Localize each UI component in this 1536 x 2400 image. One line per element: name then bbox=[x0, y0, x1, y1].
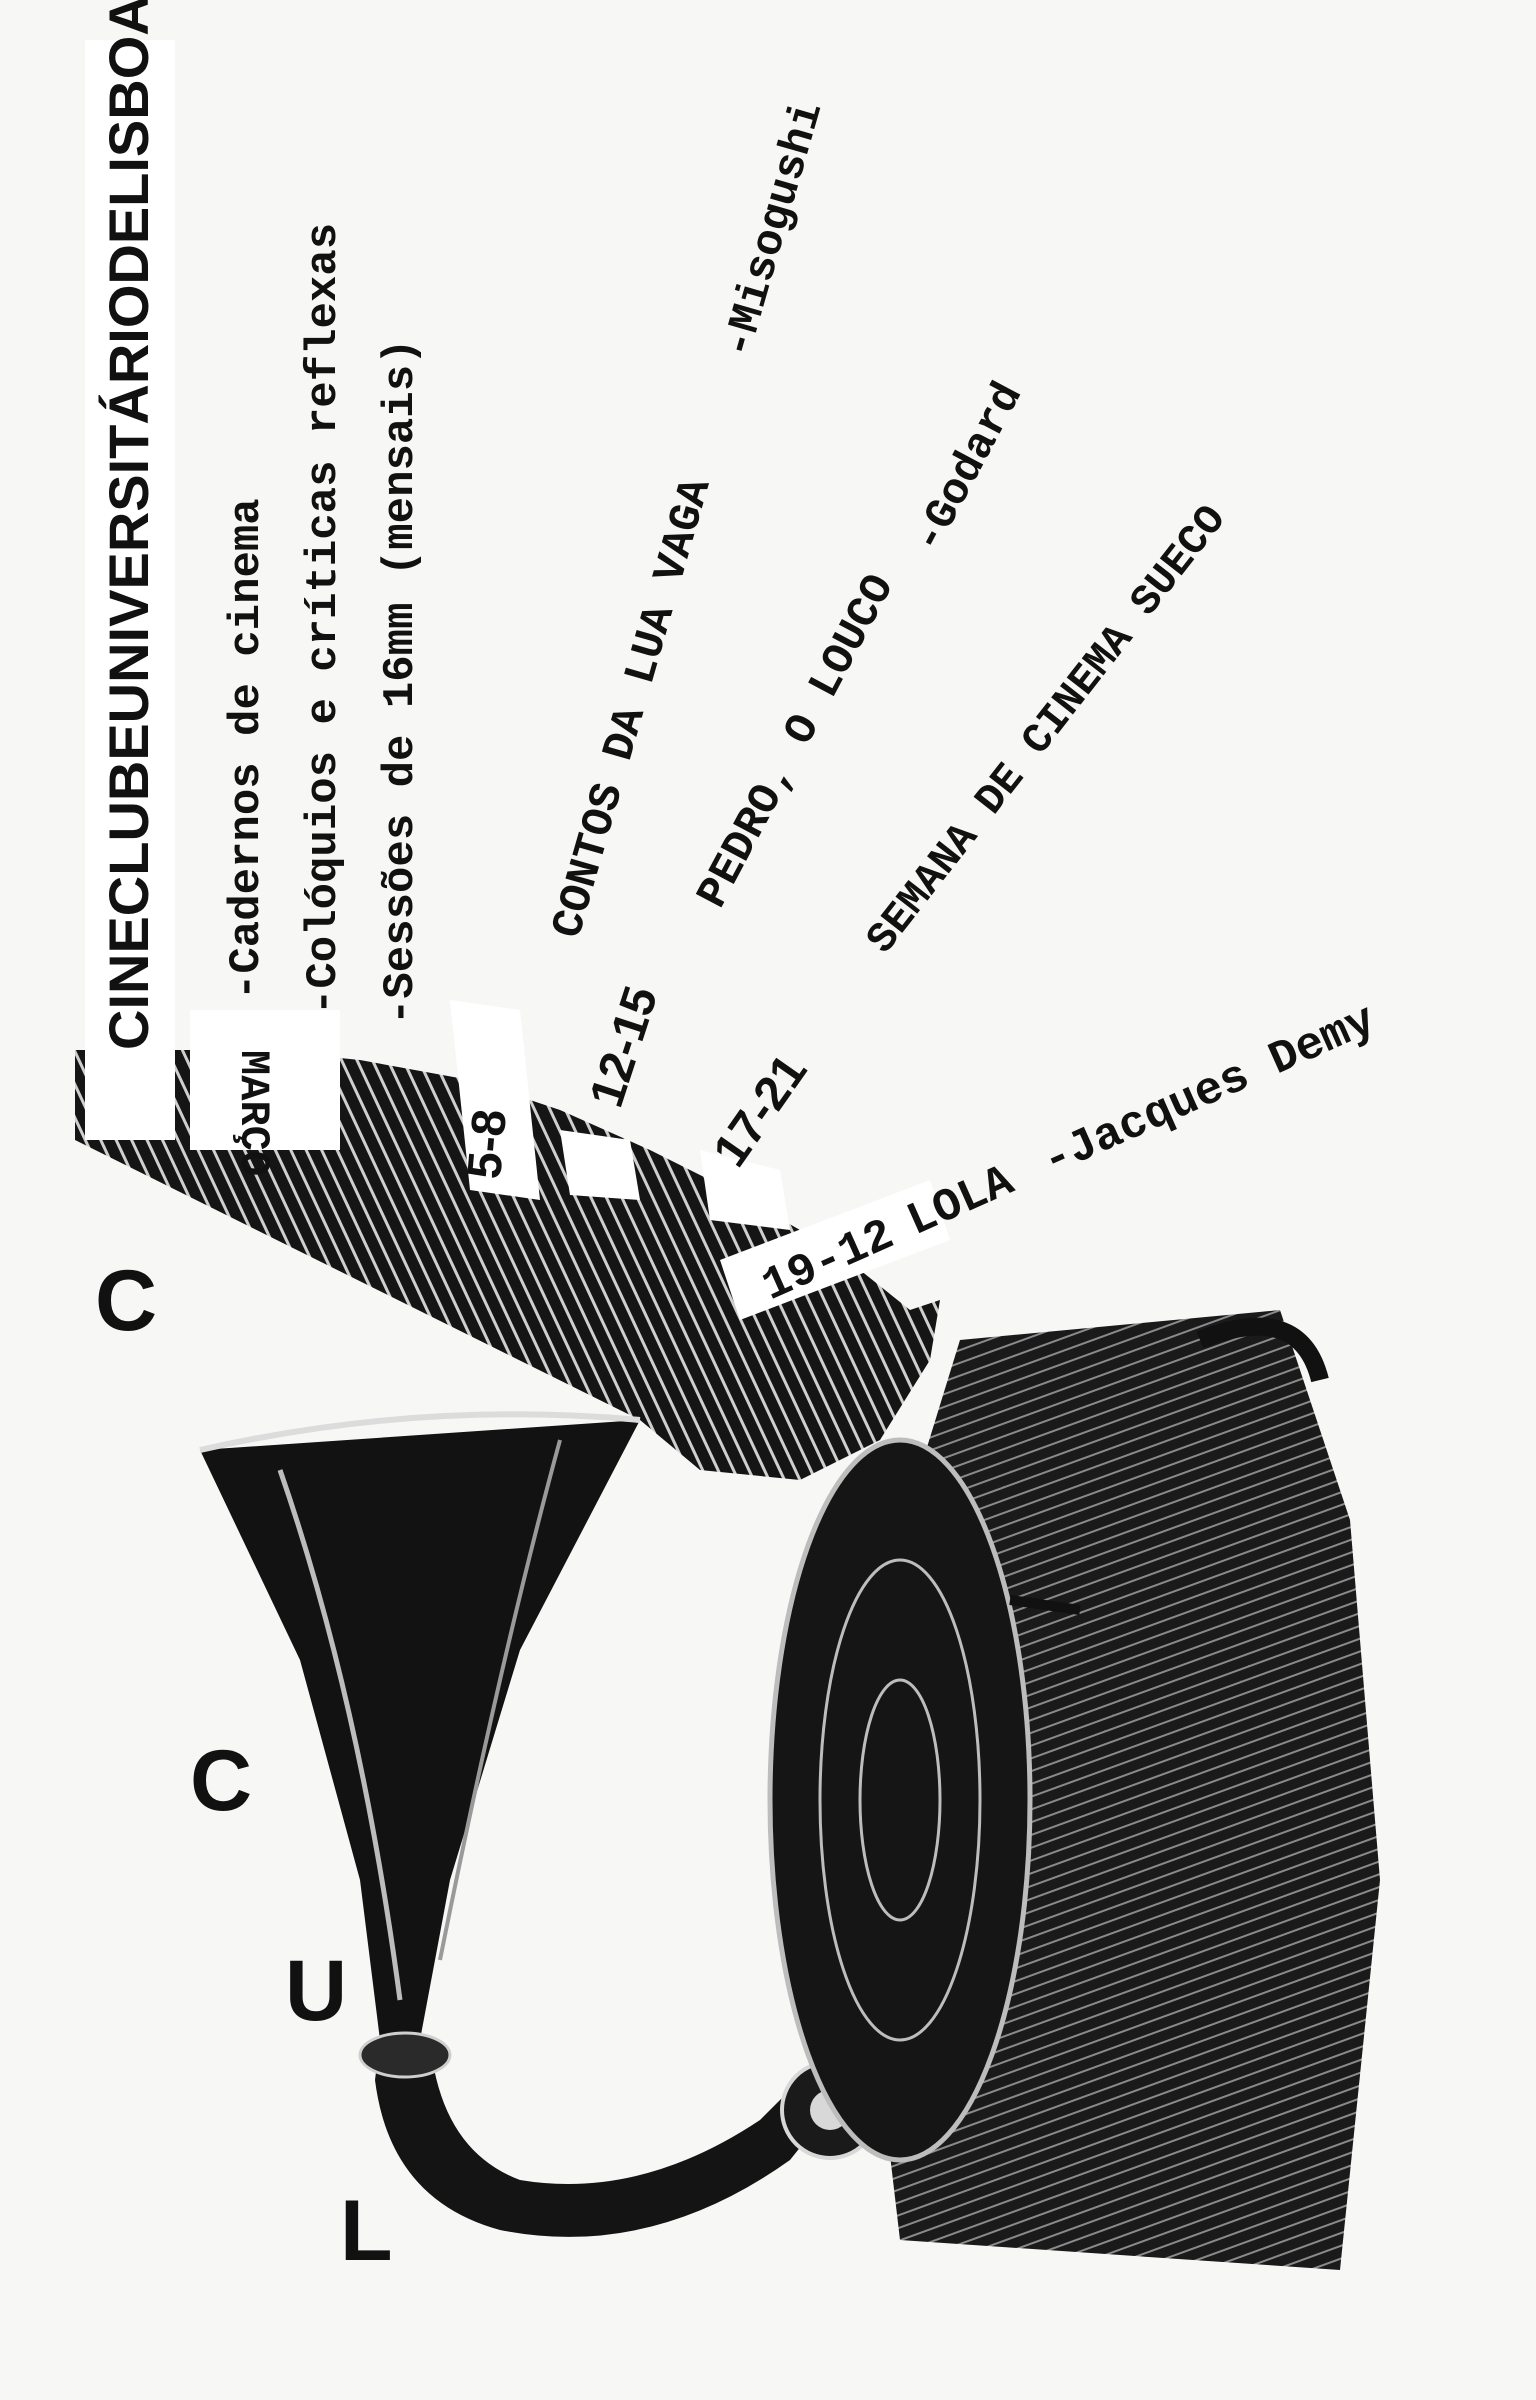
program-title: CONTOS DA LUA VAGA bbox=[543, 473, 722, 944]
record-disk-icon bbox=[767, 1437, 1033, 2163]
program-director: -Jacques Demy bbox=[1035, 994, 1384, 1187]
header-title: CINECLUBEUNIVERSITÁRIODELISBOA bbox=[97, 0, 160, 1050]
tone-arm-icon bbox=[375, 2040, 830, 2237]
intro-item-sessoes: -Sessões de 16mm (mensais) bbox=[376, 338, 426, 1025]
program-date: 17-21 bbox=[704, 1045, 818, 1176]
horn-fan-icon bbox=[75, 1050, 940, 1480]
logo-letter: C bbox=[190, 1733, 252, 1829]
program-director: -Misogushi bbox=[713, 96, 834, 364]
program-title: PEDRO, O LOUCO bbox=[688, 567, 906, 917]
program-title: SEMANA DE CINEMA SUECO bbox=[857, 496, 1236, 963]
ccul-logo: C C U L bbox=[95, 1253, 393, 2279]
horn-rim-icon bbox=[199, 1411, 641, 1453]
program-date: 5-8 bbox=[458, 1107, 517, 1181]
logo-letter: U bbox=[285, 1943, 347, 2039]
program-date: 12-15 bbox=[580, 980, 668, 1113]
gramophone-illustration bbox=[75, 1050, 1380, 2270]
record-groove-icon bbox=[818, 1558, 982, 2042]
cabinet-scroll-icon bbox=[1196, 1317, 1329, 1383]
intro-item-cadernos: -Cadernos de cinema bbox=[222, 498, 272, 1000]
crank-icon bbox=[1009, 1595, 1081, 1615]
intro-item-coloquios: -Colóquios e críticas reflexas bbox=[299, 223, 349, 1015]
month-label: MARÇO bbox=[229, 1050, 277, 1176]
program-entry-3: 17-21 SEMANA DE CINEMA SUECO bbox=[704, 496, 1237, 1176]
program-entry-4: 19-12 LOLA -Jacques Demy bbox=[755, 994, 1384, 1312]
horn-highlight-icon bbox=[277, 1469, 403, 2001]
neck-ring-icon bbox=[358, 2031, 452, 2079]
label-bands bbox=[85, 40, 950, 1320]
program-director: -Godard bbox=[903, 375, 1034, 562]
record-label-icon bbox=[858, 1678, 942, 1922]
program-title: LOLA bbox=[900, 1155, 1022, 1248]
horn-line-icon bbox=[438, 1439, 562, 1961]
logo-letter: C bbox=[95, 1253, 157, 1349]
horn-cone-icon bbox=[200, 1420, 640, 2040]
logo-letter: L bbox=[340, 2183, 393, 2279]
